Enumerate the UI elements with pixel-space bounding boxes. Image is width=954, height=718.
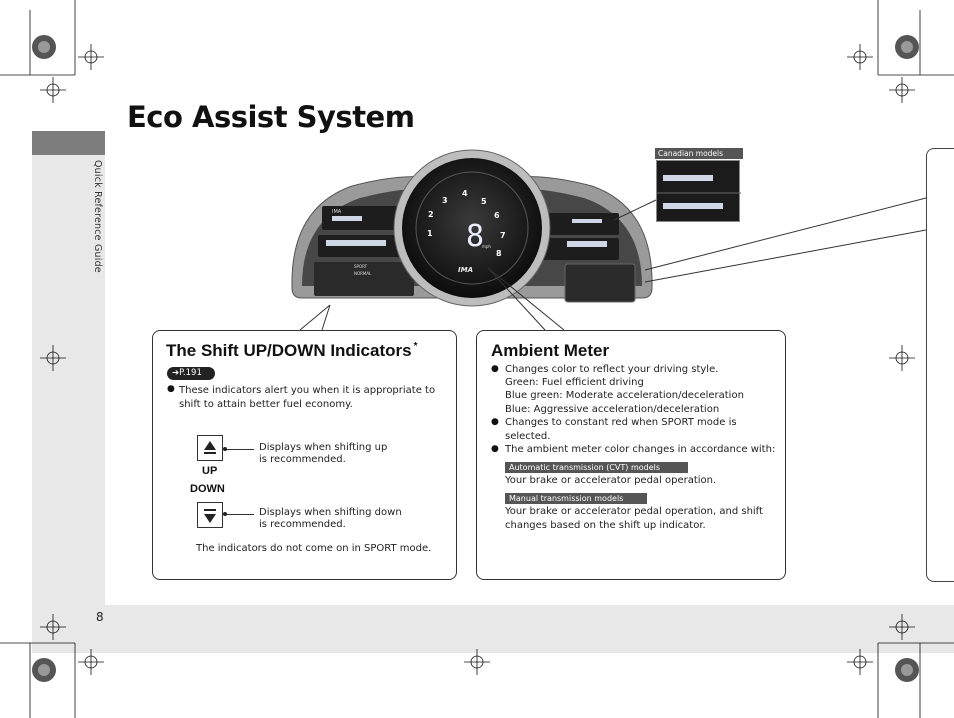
gauge-number-6: 6 [494,211,500,220]
side-band [32,155,105,605]
side-label: Quick Reference Guide [92,160,103,273]
gauge-number-2: 2 [428,210,434,219]
ima-badge: IMA [458,266,473,274]
up-leader-dot [223,447,227,451]
ambient-meter-title: Ambient Meter [491,341,610,360]
sport-label: SPORT [354,264,368,269]
up-leader-line [224,449,254,450]
down-leader-line [224,514,254,515]
bullet-icon: ● [491,444,499,454]
footer-band [32,605,954,653]
shift-indicators-title: The Shift UP/DOWN Indicators* [166,341,418,360]
up-description-line-2: is recommended. [259,454,346,465]
normal-label: NORMAL [354,271,372,276]
down-description-line-2: is recommended. [259,519,346,530]
gauge-number-7: 7 [500,231,506,240]
center-unit: mph [482,244,491,249]
page-number: 8 [96,610,104,624]
gauge-number-4: 4 [462,189,468,198]
gauge-number-3: 3 [442,196,448,205]
page-title: Eco Assist System [127,100,415,134]
bullet-icon: ● [491,417,499,427]
ambient-b3-line-1: The ambient meter color changes in accor… [505,444,776,455]
ambient-b2-line-2: selected. [505,431,551,442]
shift-up-indicator-icon [197,435,223,461]
down-leader-dot [223,512,227,516]
bullet-icon: ● [167,384,175,394]
shift-bullet-line-2: shift to attain better fuel economy. [179,399,353,410]
ambient-meter-box: Ambient Meter ● Changes color to reflect… [476,330,786,580]
canadian-models-tag: Canadian models [655,148,743,159]
bullet-icon: ● [491,364,499,374]
down-description-line-1: Displays when shifting down [259,507,402,518]
asterisk: * [413,341,418,352]
gauge-number-8: 8 [496,249,502,258]
shift-bullet-line-1: These indicators alert you when it is ap… [179,385,436,396]
continuation-bracket [926,148,954,582]
manual-models-tag: Manual transmission models [505,493,647,504]
up-description-line-1: Displays when shifting up [259,442,388,453]
down-label: DOWN [190,483,225,495]
ima-label: IMA [332,209,342,215]
ambient-b1-line-3: Blue green: Moderate acceleration/decele… [505,390,744,401]
cvt-models-tag: Automatic transmission (CVT) models [505,462,688,473]
shift-down-indicator-icon [197,502,223,528]
ambient-b1-line-4: Blue: Aggressive acceleration/decelerati… [505,404,720,415]
sport-mode-footnote: The indicators do not come on in SPORT m… [196,543,432,554]
page-reference-link[interactable]: ➔P.191 [167,367,215,380]
manual-text-line-1: Your brake or accelerator pedal operatio… [505,506,763,517]
ambient-b1-line-1: Changes color to reflect your driving st… [505,364,719,375]
shift-indicators-box: The Shift UP/DOWN Indicators* ➔P.191 ● T… [152,330,457,580]
gauge-number-1: 1 [427,229,433,238]
ambient-b1-line-2: Green: Fuel efficient driving [505,377,644,388]
side-tab [32,131,105,155]
canadian-models-inset [656,160,741,222]
gauge-number-5: 5 [481,197,487,206]
ambient-b2-line-1: Changes to constant red when SPORT mode … [505,417,737,428]
manual-text-line-2: changes based on the shift up indicator. [505,520,706,531]
up-label: UP [202,465,218,477]
instrument-cluster-illustration: IMA SPORT NORMAL 1 2 3 4 5 6 7 8 8 mph I… [291,149,653,307]
center-digit: 8 [466,219,484,254]
cvt-text: Your brake or accelerator pedal operatio… [505,475,717,486]
canadian-inset-graphic [657,175,741,209]
